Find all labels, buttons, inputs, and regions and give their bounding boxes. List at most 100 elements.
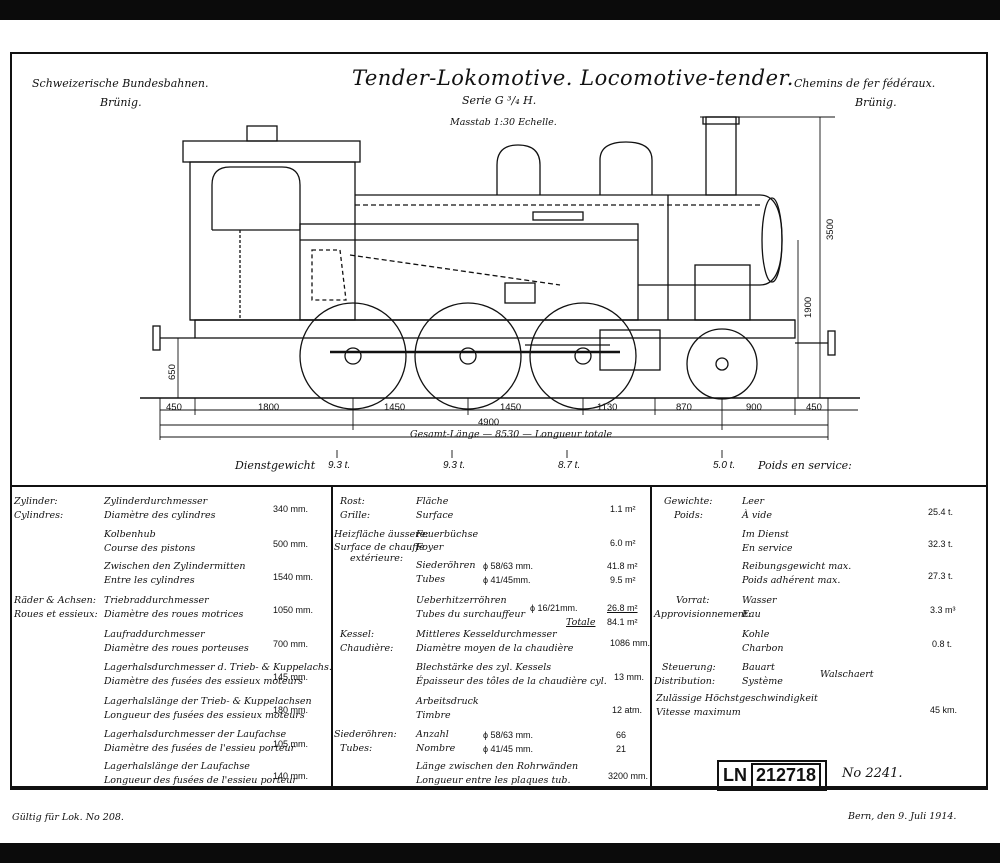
spec-row-de: Kolbenhub	[104, 529, 156, 540]
header-left-line2: Brünig.	[100, 96, 142, 109]
footer-date: Bern, den 9. Juli 1914.	[848, 811, 957, 822]
wheels-head-fr: Roues et essieux:	[14, 609, 98, 620]
superheater-value: 26.8 m²	[607, 603, 638, 613]
boiler-diameter-de: Mittleres Kesseldurchmesser	[416, 629, 557, 640]
grate-head-de: Rost:	[340, 496, 365, 507]
steam-dome	[496, 144, 541, 195]
cylinders-head-fr: Cylindres:	[14, 510, 64, 521]
trailing-wheel	[686, 328, 758, 400]
grate-area-de: Fläche	[416, 496, 449, 507]
total-value: 84.1 m²	[607, 617, 638, 627]
firebox-value: 6.0 m²	[610, 538, 636, 548]
spec-row-de: Zylinderdurchmesser	[104, 496, 208, 507]
water-value: 3.3 m³	[930, 605, 956, 615]
tube-count-value: 66	[616, 730, 627, 740]
spec-row-fr: Entre les cylindres	[104, 575, 195, 586]
valve-gear-type-value: Walschaert	[820, 669, 874, 680]
spec-row-value: 145 mm.	[273, 672, 309, 682]
water-fr: Eau	[742, 609, 761, 620]
tube-count-spec: ϕ 58/63 mm.	[483, 730, 534, 740]
dim-buffer-height: 650	[167, 364, 178, 380]
tubes-head-de: Siederöhren:	[334, 729, 397, 740]
service-weight-value: 32.3 t.	[928, 539, 954, 549]
wheels-head-de: Räder & Achsen:	[14, 595, 96, 606]
adhesion-weight-fr: Poids adhérent max.	[742, 575, 841, 586]
spec-row-value: 1050 mm.	[273, 605, 314, 615]
axle-weight-3: 8.7 t.	[558, 460, 581, 471]
spec-row-fr: Diamètre des fusées des essieux moteurs	[104, 676, 304, 687]
footer-validity: Gültig für Lok. No 208.	[12, 812, 124, 823]
sand-dome	[599, 141, 653, 195]
drawing-title: Tender-Lokomotive. Locomotive-tender.	[352, 66, 794, 90]
dim-cyl-trailing: 870	[676, 402, 692, 413]
grate-head-fr: Grille:	[340, 510, 371, 521]
spec-row-fr: Diamètre des roues porteuses	[104, 643, 249, 654]
spec-row-value: 180 mm.	[273, 705, 309, 715]
header-right-line1: Chemins de fer fédéraux.	[794, 77, 936, 90]
spec-row-value: 340 mm.	[273, 504, 309, 514]
spec-row-de: Lagerhalsdurchmesser d. Trieb- & Kuppela…	[104, 662, 332, 673]
weights-head-fr: Poids:	[674, 510, 703, 521]
empty-weight-value: 25.4 t.	[928, 507, 954, 517]
spec-row-de: Zwischen den Zylindermitten	[104, 561, 246, 572]
heating-head-fr: Surface de chauffe	[334, 542, 425, 553]
spec-row-de: Laufraddurchmesser	[104, 629, 205, 640]
cylinders-head-de: Zylinder:	[14, 496, 58, 507]
header-right-line2: Brünig.	[855, 96, 897, 109]
dim-front-overhang: 450	[166, 402, 182, 413]
tube-number-fr: Nombre	[416, 743, 456, 754]
driving-wheel-3	[529, 302, 637, 410]
pressure-fr: Timbre	[416, 710, 451, 721]
axle-weight-4: 5.0 t.	[713, 460, 736, 471]
valve-gear-head-de: Steuerung:	[662, 662, 716, 673]
spec-row-fr: Diamètre des roues motrices	[104, 609, 244, 620]
tube-number-value: 21	[616, 744, 627, 754]
plate-thickness-fr: Épaisseur des tôles de la chaudière cyl.	[416, 676, 607, 687]
boiler-head-de: Kessel:	[340, 629, 375, 640]
dim-axle-1-2: 1450	[384, 402, 406, 413]
driving-wheel-2	[414, 302, 522, 410]
axle-weight-1: 9.3 t.	[328, 460, 351, 471]
flue-tubes-spec: ϕ 58/63 mm.	[483, 561, 534, 571]
tube-length-value: 3200 mm.	[608, 771, 649, 781]
spec-row-fr: Longueur des fusées des essieux moteurs	[104, 710, 305, 721]
tube-length-de: Länge zwischen den Rohrwänden	[416, 761, 579, 772]
dim-height: 3500	[825, 218, 836, 240]
spec-row-value: 105 mm.	[273, 739, 309, 749]
flue-tubes-value: 41.8 m²	[607, 561, 638, 571]
flue-tubes-de: Siederöhren	[416, 560, 476, 571]
service-weight-fr: En service	[742, 543, 793, 554]
tube-count-de: Anzahl	[416, 729, 449, 740]
service-weight-de: Im Dienst	[742, 529, 789, 540]
table-divider-1	[331, 485, 333, 788]
boiler-diameter-value: 1086 mm.	[610, 638, 651, 648]
coal-de: Kohle	[742, 629, 770, 640]
spec-row-de: Triebraddurchmesser	[104, 595, 209, 606]
spec-row-value: 500 mm.	[273, 539, 309, 549]
scan-border-top	[0, 0, 1000, 20]
tube-length-fr: Longueur entre les plaques tub.	[416, 775, 571, 786]
max-speed-value: 45 km.	[930, 705, 958, 715]
firebox-fr: Foyer	[416, 542, 444, 553]
boiler-diameter-fr: Diamètre moyen de la chaudière	[416, 643, 574, 654]
tube-number-spec: ϕ 41/45 mm.	[483, 744, 534, 754]
spec-row-fr: Course des pistons	[104, 543, 196, 554]
superheater-spec: ϕ 16/21mm.	[530, 603, 578, 613]
driving-wheel-1	[299, 302, 407, 410]
dim-rear-overhang: 450	[806, 402, 822, 413]
spec-row-fr: Longueur des fusées de l'essieu porteur	[104, 775, 297, 786]
archive-stamp-prefix: LN	[723, 765, 747, 785]
scale-label: Masstab 1:30 Echelle.	[450, 117, 557, 128]
tubes-head-fr: Tubes:	[340, 743, 373, 754]
main-frame	[194, 319, 796, 339]
valve-gear-head-fr: Distribution:	[654, 676, 716, 687]
tubes-spec: ϕ 41/45mm.	[483, 575, 531, 585]
spec-row-de: Lagerhalslänge der Laufachse	[104, 761, 250, 772]
dim-boiler-height: 1900	[803, 296, 814, 318]
superheater-de: Ueberhitzerröhren	[416, 595, 507, 606]
boiler-head-fr: Chaudière:	[340, 643, 394, 654]
cab-window	[211, 166, 301, 230]
dim-wheelbase: 4900	[478, 417, 500, 428]
